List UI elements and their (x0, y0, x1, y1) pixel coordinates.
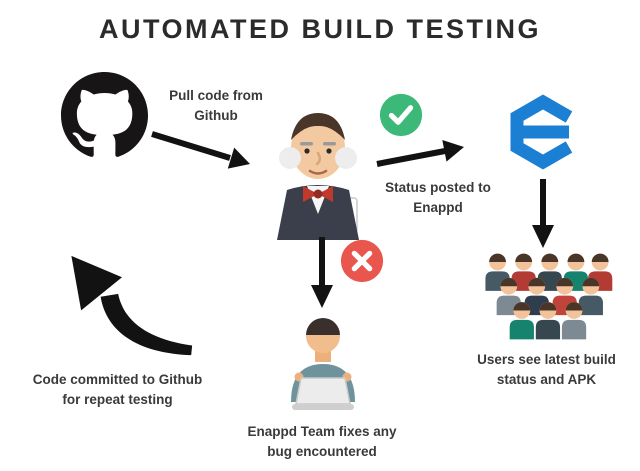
x-circle-icon (339, 238, 385, 284)
label-status-posted: Status posted to Enappd (385, 180, 491, 216)
label-code-committed: Code committed to Github for repeat test… (32, 372, 203, 408)
label-pull-code: Pull code from Github (169, 88, 263, 124)
label-team-fixes: Enappd Team fixes any bug encountered (247, 424, 397, 460)
arrow-jenkins-to-team-icon (304, 232, 340, 314)
curved-repeat-arrow-icon (48, 250, 198, 362)
label-users-see: Users see latest build status and APK (477, 352, 616, 388)
github-node (61, 72, 148, 159)
check-circle-icon (378, 92, 424, 138)
enappd-logo-icon (507, 93, 579, 171)
arrow-github-to-jenkins-icon (146, 126, 258, 176)
arrow-jenkins-to-enappd-icon (372, 134, 472, 176)
arrow-enappd-to-users-icon (525, 174, 561, 254)
jenkins-butler-icon (262, 100, 374, 240)
github-octocat-icon (61, 72, 148, 159)
users-crowd-icon (477, 248, 617, 345)
developer-laptop-icon (268, 306, 378, 418)
diagram-title: AUTOMATED BUILD TESTING (99, 14, 541, 44)
